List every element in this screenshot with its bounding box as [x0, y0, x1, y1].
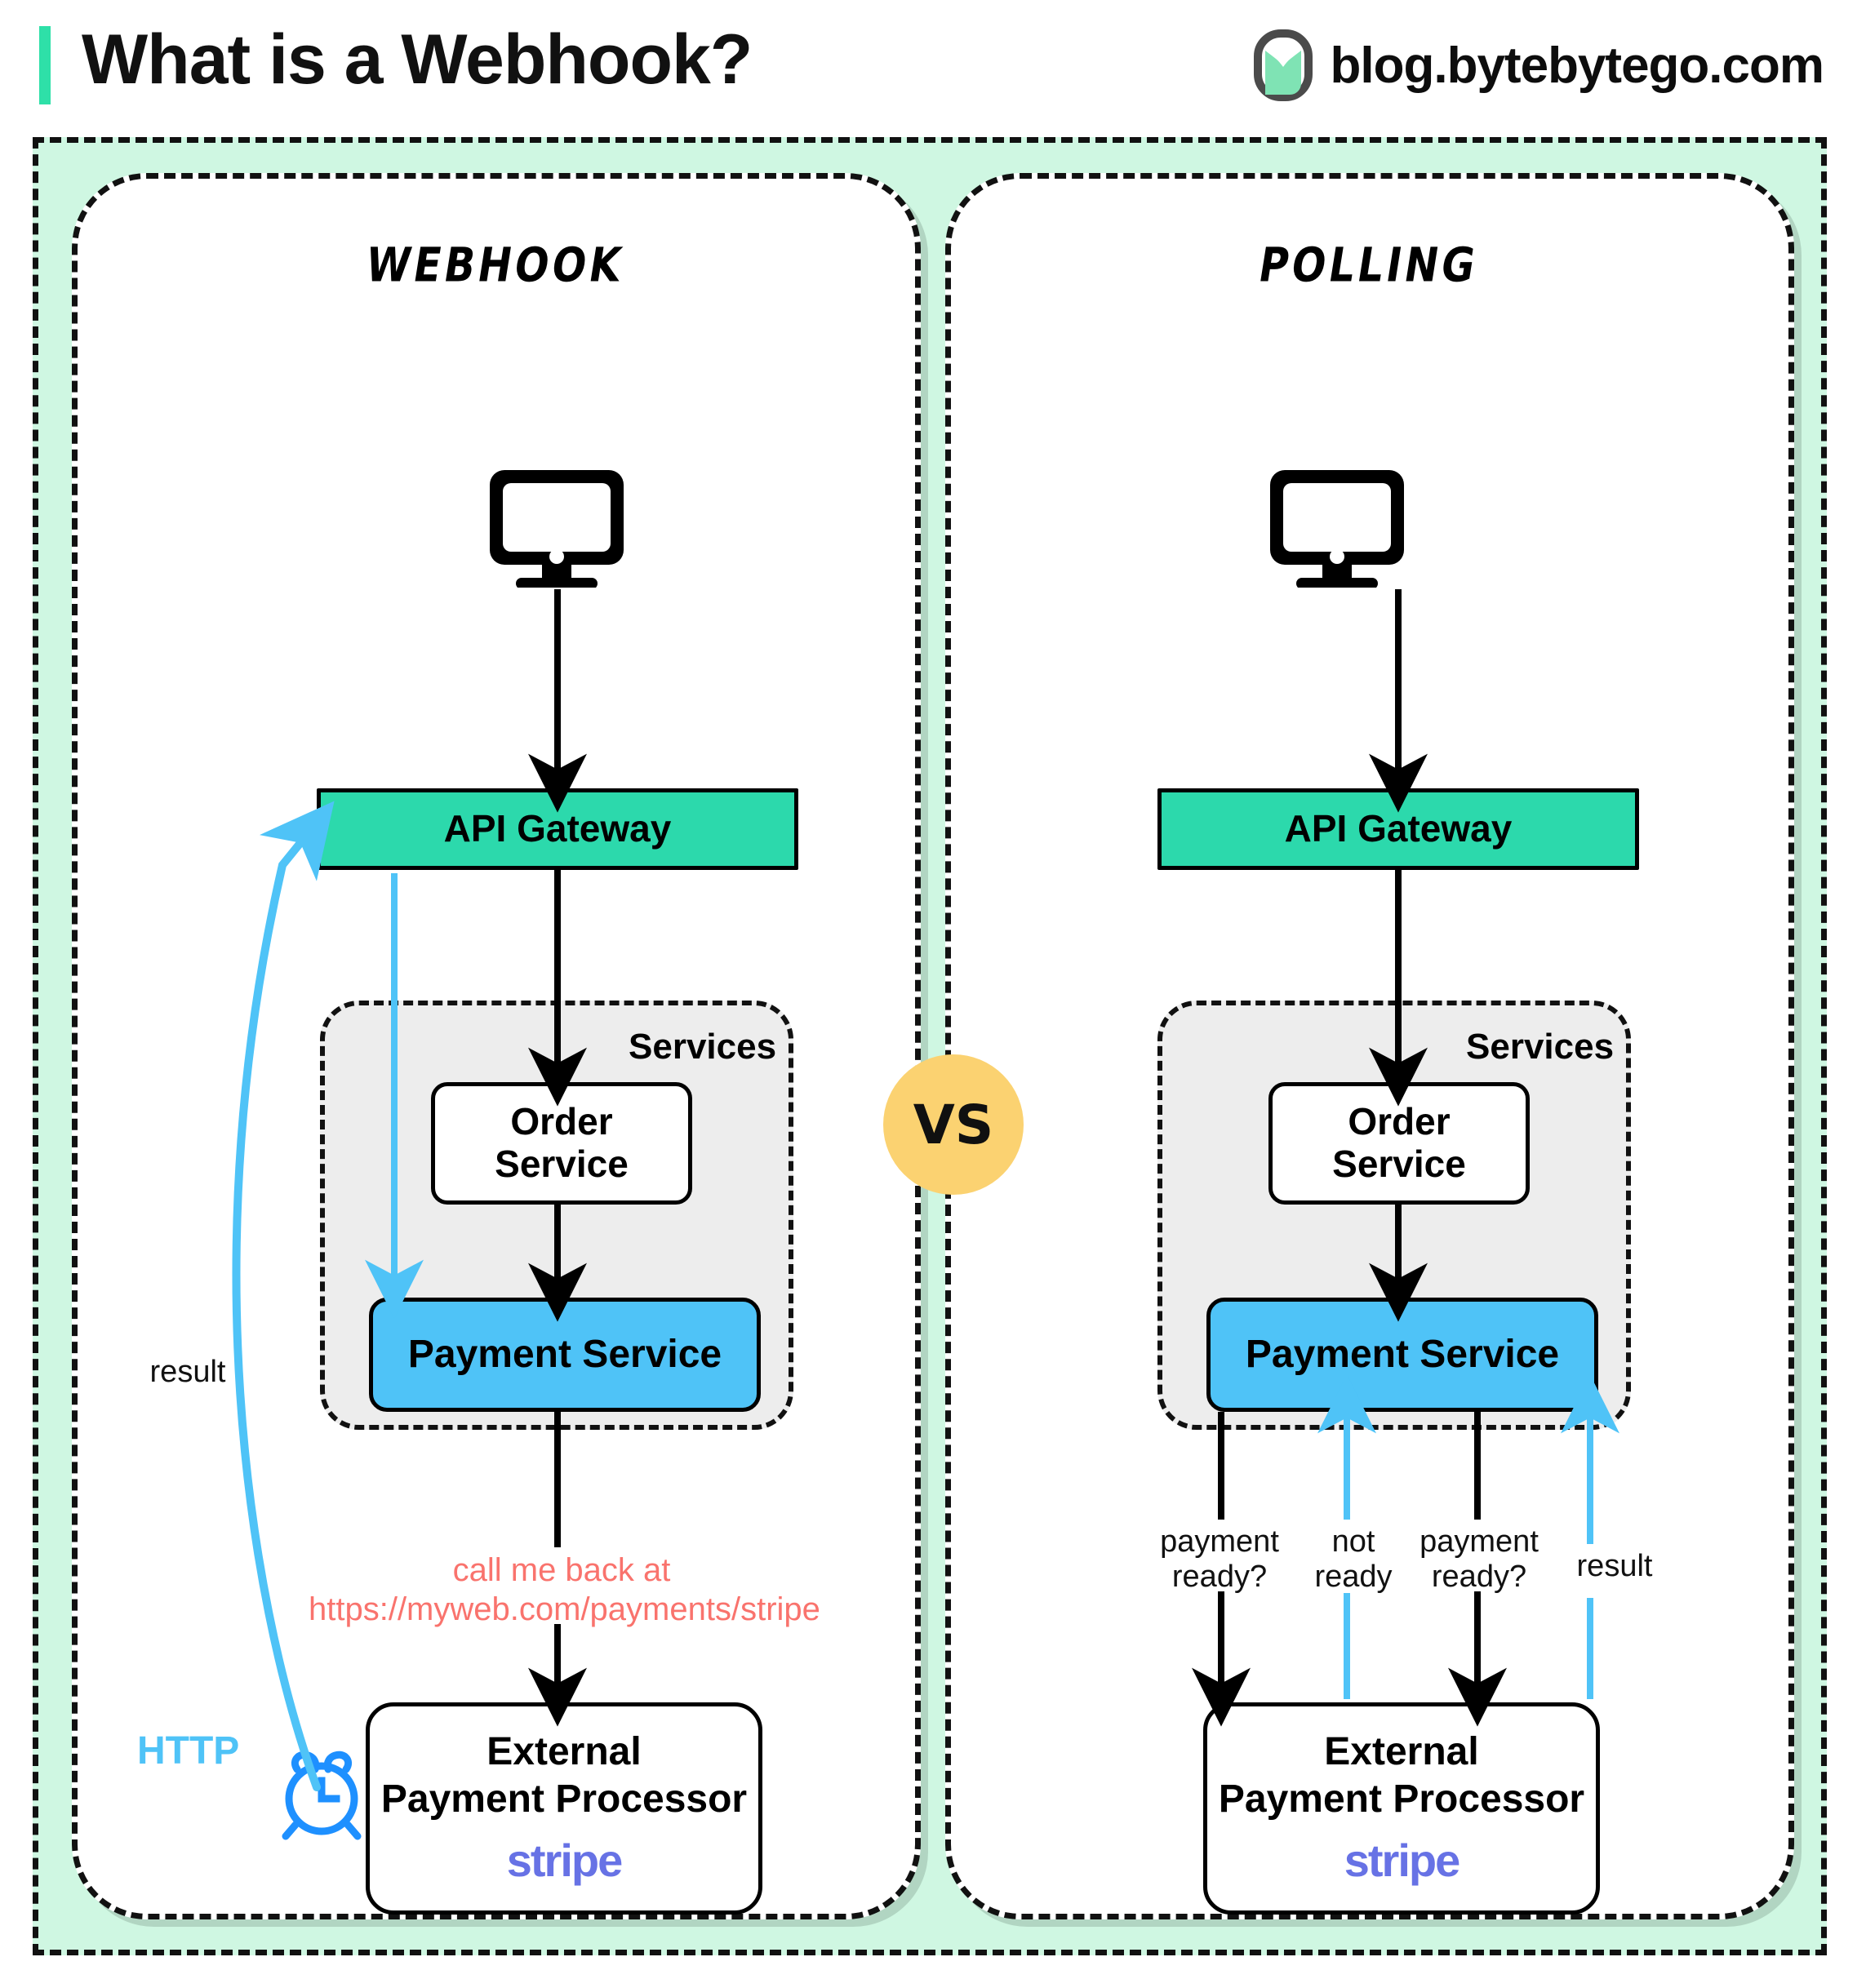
polling-poll-label-0: payment ready?	[1146, 1524, 1293, 1594]
polling-result-label: result	[1576, 1549, 1653, 1583]
webhook-callback-line1: call me back at	[452, 1552, 671, 1588]
webhook-order-service[interactable]: Order Service	[431, 1082, 692, 1205]
brand-block: blog.bytebytego.com	[1253, 29, 1824, 101]
polling-poll-label-2-line1: payment	[1419, 1524, 1539, 1559]
alarm-clock-icon	[282, 1751, 362, 1840]
bytebytego-logo-icon	[1253, 29, 1313, 101]
polling-services-label: Services	[1466, 1027, 1615, 1067]
polling-payment-service[interactable]: Payment Service	[1206, 1298, 1598, 1412]
monitor-icon	[1270, 470, 1404, 588]
page-header: What is a Webhook? blog.bytebytego.com	[0, 0, 1866, 131]
webhook-processor-line2: Payment Processor	[380, 1777, 748, 1821]
webhook-http-label: HTTP	[137, 1729, 240, 1773]
polling-order-service[interactable]: Order Service	[1268, 1082, 1530, 1205]
polling-poll-label-1-line1: not	[1331, 1524, 1375, 1559]
polling-poll-label-1-line2: ready	[1314, 1559, 1393, 1594]
webhook-callback-label: call me back at https://myweb.com/paymen…	[309, 1551, 820, 1629]
webhook-order-service-line2: Service	[495, 1143, 629, 1185]
page-title: What is a Webhook?	[82, 20, 753, 99]
webhook-external-payment-processor[interactable]: External Payment Processor stripe	[366, 1702, 762, 1915]
webhook-payment-service[interactable]: Payment Service	[369, 1298, 761, 1412]
polling-processor-line1: External	[1324, 1729, 1479, 1773]
webhook-order-service-line1: Order	[510, 1100, 613, 1143]
monitor-icon	[490, 470, 624, 588]
polling-api-gateway[interactable]: API Gateway	[1157, 788, 1639, 870]
stripe-logo-polling: stripe	[1344, 1835, 1460, 1887]
stripe-logo-webhook: stripe	[506, 1835, 623, 1887]
polling-order-service-line2: Service	[1332, 1143, 1466, 1185]
webhook-processor-line1: External	[486, 1729, 642, 1773]
polling-poll-label-2: payment ready?	[1406, 1524, 1553, 1594]
webhook-callback-line2: https://myweb.com/payments/stripe	[309, 1591, 820, 1627]
panel-polling-title: Polling	[1254, 218, 1486, 298]
vs-badge: VS	[883, 1054, 1024, 1195]
webhook-api-gateway[interactable]: API Gateway	[317, 788, 798, 870]
webhook-result-label: result	[149, 1355, 226, 1389]
title-accent-bar	[39, 26, 51, 104]
polling-poll-label-0-line2: ready?	[1171, 1559, 1268, 1594]
polling-external-payment-processor[interactable]: External Payment Processor stripe	[1203, 1702, 1600, 1915]
polling-poll-label-1: not ready	[1296, 1524, 1411, 1594]
polling-poll-label-0-line1: payment	[1160, 1524, 1279, 1559]
webhook-services-label: Services	[629, 1027, 777, 1067]
panel-polling: Polling	[945, 173, 1794, 1919]
polling-poll-label-2-line2: ready?	[1431, 1559, 1527, 1594]
brand-text: blog.bytebytego.com	[1330, 37, 1824, 94]
polling-processor-line2: Payment Processor	[1218, 1777, 1585, 1821]
polling-order-service-line1: Order	[1348, 1100, 1451, 1143]
panel-webhook-title: Webhook	[361, 218, 632, 298]
